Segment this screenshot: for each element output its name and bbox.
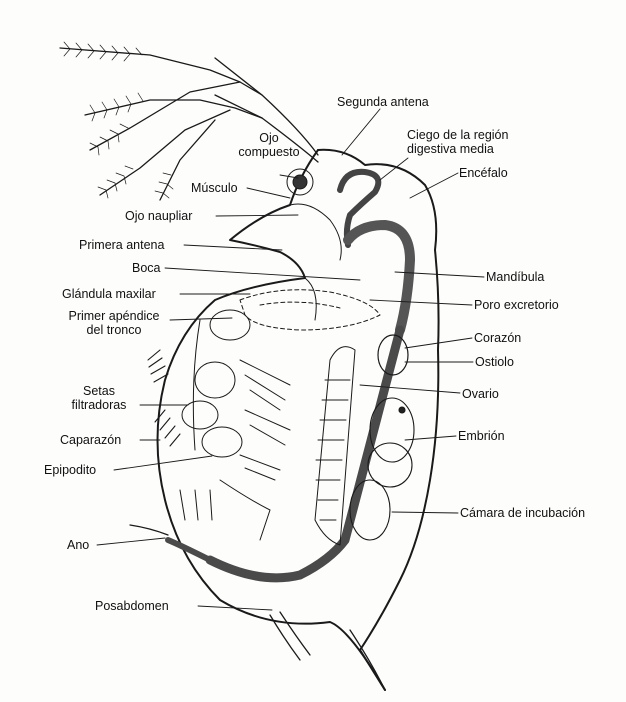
leader-posabdomen <box>198 606 272 610</box>
leader-camara <box>392 512 458 513</box>
label-poro-excretorio: Poro excretorio <box>474 298 559 312</box>
leader-epipodito <box>114 456 212 470</box>
label-primera-antena: Primera antena <box>79 238 164 252</box>
label-segunda-antena: Segunda antena <box>337 95 429 109</box>
label-ojo-compuesto: Ojo compuesto <box>233 131 305 159</box>
label-epipodito: Epipodito <box>44 463 96 477</box>
label-corazon: Corazón <box>474 331 521 345</box>
label-ostiolo: Ostiolo <box>475 355 514 369</box>
body-inner-lines <box>193 204 341 450</box>
leader-encefalo <box>410 173 458 198</box>
maxillary-gland-drawing <box>240 290 380 330</box>
gut-drawing <box>168 172 410 578</box>
compound-eye-drawing <box>287 169 313 195</box>
leader-poro <box>370 300 472 305</box>
label-glandula-maxilar: Glándula maxilar <box>62 287 156 301</box>
leader-lines <box>97 109 484 610</box>
leader-primera-antena <box>184 245 282 250</box>
leader-ano <box>97 538 165 545</box>
leader-ojo-naupliar <box>216 215 298 216</box>
label-primer-apendice-tronco: Primer apéndice del tronco <box>56 309 172 337</box>
leader-segunda-antena <box>342 109 380 155</box>
second-antenna-drawing <box>60 42 318 200</box>
label-ovario: Ovario <box>462 387 499 401</box>
label-mandibula: Mandíbula <box>486 270 544 284</box>
leader-embrion <box>405 436 456 440</box>
label-posabdomen: Posabdomen <box>95 599 169 613</box>
leader-primer-apendice <box>170 318 232 320</box>
label-ojo-naupliar: Ojo naupliar <box>125 209 192 223</box>
label-encefalo: Encéfalo <box>459 166 508 180</box>
label-musculo: Músculo <box>191 181 238 195</box>
label-setas-filtradoras: Setas filtradoras <box>59 384 139 412</box>
label-boca: Boca <box>132 261 161 275</box>
label-ciego-region-digestiva: Ciego de la región digestiva media <box>407 128 508 156</box>
leader-boca <box>165 268 360 280</box>
filter-setae-drawing <box>148 350 180 446</box>
label-caparazon: Caparazón <box>60 433 121 447</box>
leader-ovario <box>360 385 460 393</box>
label-ano: Ano <box>67 538 89 552</box>
leader-musculo <box>247 188 290 198</box>
label-embrion: Embrión <box>458 429 505 443</box>
label-camara-incubacion: Cámara de incubación <box>460 506 585 520</box>
